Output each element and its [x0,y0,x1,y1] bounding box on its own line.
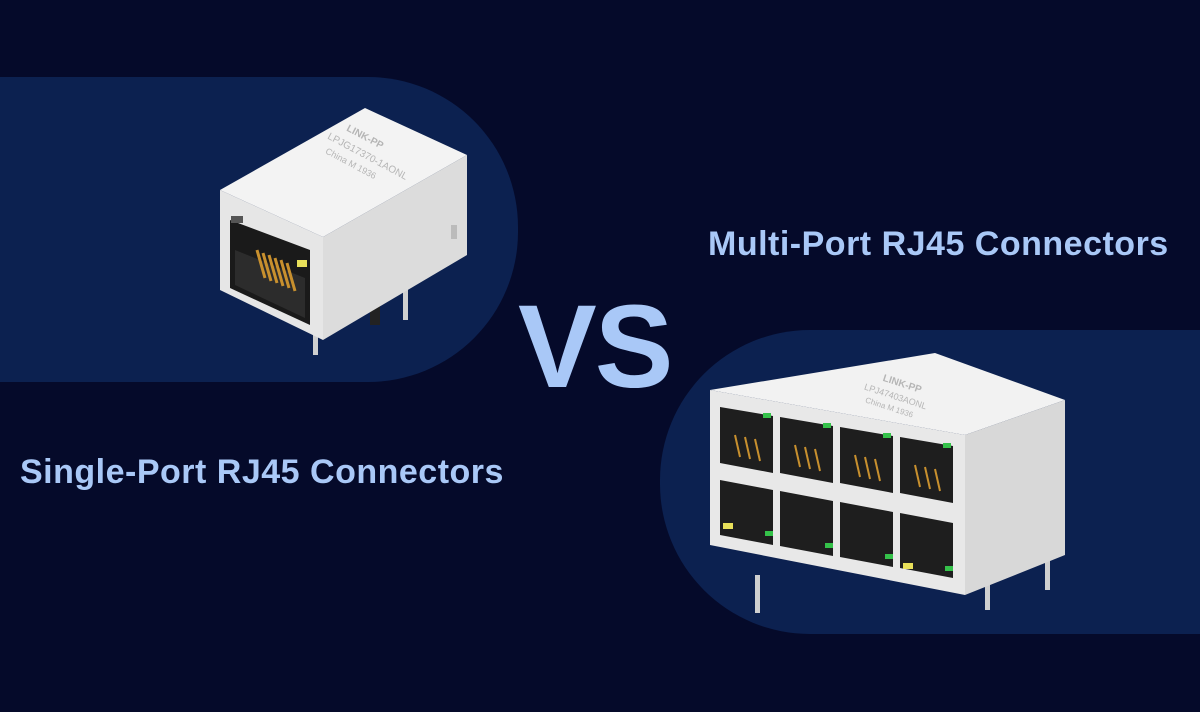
gold-contacts [734,434,941,492]
pin [755,575,760,613]
post [370,305,380,325]
single-port-connector-image: LINK-PP LPJG17370-1AONL China M 1936 [220,108,467,355]
pin [1045,560,1050,590]
pin [985,580,990,610]
housing-top [220,108,467,237]
led-left [231,216,243,223]
housing-side [965,400,1065,595]
port-cavity [235,250,305,318]
housing-side [323,155,467,340]
multi-port-title: Multi-Port RJ45 Connectors [708,225,1169,263]
housing-top [710,353,1065,435]
multi-port-connector-image: LINK-PP LPJ47403AONL China M 1936 [710,353,1065,613]
latch [451,225,457,239]
single-port-title: Single-Port RJ45 Connectors [20,453,504,491]
versus-text: VS [518,281,673,413]
status-leds [723,413,953,571]
pin [403,280,408,320]
bottom-port-row [720,480,953,578]
gold-contacts [255,249,297,292]
led-right [297,260,307,267]
